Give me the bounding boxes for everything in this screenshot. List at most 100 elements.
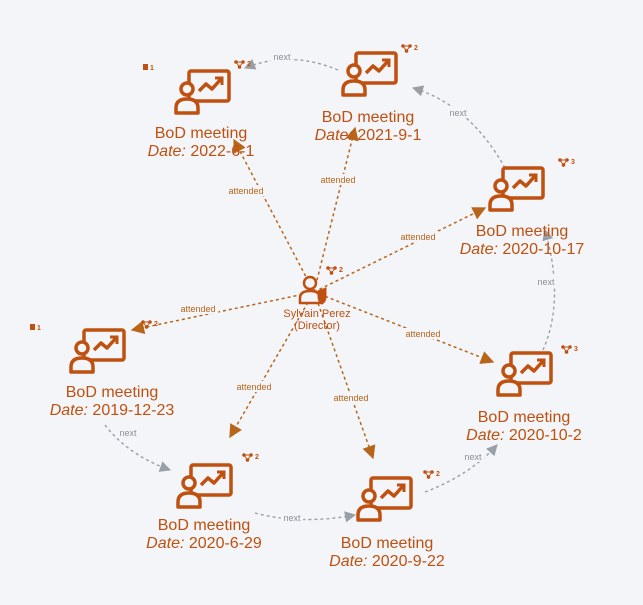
meeting-title: BoD meeting bbox=[155, 125, 248, 142]
edge-next-m2-m1[interactable]: next bbox=[411, 85, 506, 169]
date-value: 2022-6-1 bbox=[186, 143, 255, 160]
edge-line bbox=[542, 228, 556, 351]
edge-label: attended bbox=[333, 393, 368, 403]
edge-attended-p-m3[interactable]: attended bbox=[313, 291, 495, 364]
edge-attended-p-m5[interactable]: attended bbox=[229, 291, 315, 439]
edge-line bbox=[313, 291, 376, 460]
edge-label-bg bbox=[177, 303, 219, 314]
edge-attended-p-m6[interactable]: attended bbox=[130, 291, 315, 335]
edge-attended-p-m7[interactable]: attended bbox=[225, 138, 315, 293]
edge-label-bg bbox=[317, 174, 359, 185]
edge-label: attended bbox=[320, 175, 355, 185]
meeting-date: Date: 2020-6-29 bbox=[146, 535, 262, 552]
edge-next-m6-m5[interactable]: next bbox=[104, 424, 172, 472]
presentation-icon bbox=[174, 69, 231, 115]
share-icon bbox=[561, 345, 572, 354]
edge-line bbox=[229, 291, 315, 439]
edge-next-m1-m7[interactable]: next bbox=[243, 51, 339, 71]
connection-badge[interactable]: 2 bbox=[141, 320, 158, 329]
meeting-date: Date: 2020-10-2 bbox=[466, 427, 582, 444]
meeting-date: Date: 2020-10-17 bbox=[460, 241, 585, 258]
edges-layer: attendedattendedattendedattendedattended… bbox=[104, 51, 558, 523]
badge-count: 2 bbox=[247, 61, 251, 68]
edge-attended-p-m1[interactable]: attended bbox=[313, 126, 359, 293]
person-name: Sylvain Perez bbox=[283, 308, 350, 320]
edge-label: attended bbox=[400, 232, 435, 242]
badge-count: 3 bbox=[574, 346, 578, 353]
connection-badge[interactable]: 2 bbox=[234, 60, 251, 69]
corner-badge-cb-top[interactable]: 1 bbox=[143, 64, 154, 72]
corner-badge-cb-left[interactable]: 1 bbox=[30, 324, 41, 332]
date-key: Date: bbox=[315, 127, 353, 144]
person-shield-icon bbox=[298, 275, 327, 305]
date-key: Date: bbox=[50, 402, 88, 419]
meeting-title: BoD meeting bbox=[158, 517, 251, 534]
edge-attended-p-m2[interactable]: attended bbox=[313, 207, 487, 293]
edge-line bbox=[130, 291, 315, 335]
presentation-icon bbox=[356, 476, 413, 522]
badge-count: 2 bbox=[414, 45, 418, 52]
date-value: 2021-9-1 bbox=[353, 127, 422, 144]
date-key: Date: bbox=[329, 553, 367, 570]
edge-next-m4-m3[interactable]: next bbox=[424, 444, 498, 493]
date-value: 2020-10-2 bbox=[504, 427, 581, 444]
edge-label: next bbox=[464, 452, 482, 462]
edge-label: next bbox=[283, 513, 301, 523]
presentation-icon bbox=[496, 351, 553, 397]
share-icon bbox=[423, 470, 434, 479]
edge-label-bg bbox=[116, 427, 140, 438]
meeting-title: BoD meeting bbox=[341, 535, 434, 552]
edge-label: attended bbox=[236, 382, 271, 392]
date-value: 2020-10-17 bbox=[498, 241, 584, 258]
edge-attended-p-m4[interactable]: attended bbox=[313, 291, 376, 460]
badge-count: 2 bbox=[436, 471, 440, 478]
presentation-icon bbox=[176, 463, 233, 509]
edge-line bbox=[313, 126, 359, 293]
edge-label-bg bbox=[446, 107, 470, 118]
meeting-title: BoD meeting bbox=[322, 109, 415, 126]
connection-badge[interactable]: 2 bbox=[242, 453, 259, 462]
edge-label-bg bbox=[225, 185, 267, 196]
connection-badge[interactable]: 2 bbox=[401, 44, 418, 53]
connection-badge[interactable]: 3 bbox=[558, 158, 575, 167]
person-role: (Director) bbox=[294, 320, 340, 332]
meeting-date: Date: 2021-9-1 bbox=[315, 127, 422, 144]
edge-label: next bbox=[537, 277, 555, 287]
meeting-date: Date: 2020-9-22 bbox=[329, 553, 445, 570]
edge-next-m5-m4[interactable]: next bbox=[254, 511, 357, 523]
edge-label: next bbox=[273, 52, 291, 62]
meeting-title: BoD meeting bbox=[476, 223, 569, 240]
connection-badge[interactable]: 3 bbox=[561, 345, 578, 354]
share-icon bbox=[401, 44, 412, 53]
edge-label-bg bbox=[461, 451, 485, 462]
edge-label-bg bbox=[397, 231, 439, 242]
share-icon bbox=[234, 60, 245, 69]
person-node[interactable]: Sylvain Perez(Director) 2 bbox=[283, 266, 351, 332]
share-icon bbox=[242, 453, 253, 462]
edge-label: next bbox=[119, 428, 137, 438]
share-icon bbox=[326, 266, 337, 275]
date-key: Date: bbox=[466, 427, 504, 444]
badge-count: 1 bbox=[37, 325, 41, 332]
document-icon bbox=[143, 64, 148, 70]
connection-badge[interactable]: 2 bbox=[423, 470, 440, 479]
edge-line bbox=[104, 424, 172, 472]
edge-label-bg bbox=[402, 328, 444, 339]
edge-line bbox=[313, 207, 487, 293]
date-key: Date: bbox=[146, 535, 184, 552]
document-icon bbox=[30, 324, 35, 330]
connection-badge[interactable]: 2 bbox=[326, 266, 343, 275]
edge-label-bg bbox=[270, 51, 294, 62]
date-key: Date: bbox=[460, 241, 498, 258]
edge-next-m3-m2[interactable]: next bbox=[534, 228, 558, 351]
badge-count: 3 bbox=[571, 159, 575, 166]
